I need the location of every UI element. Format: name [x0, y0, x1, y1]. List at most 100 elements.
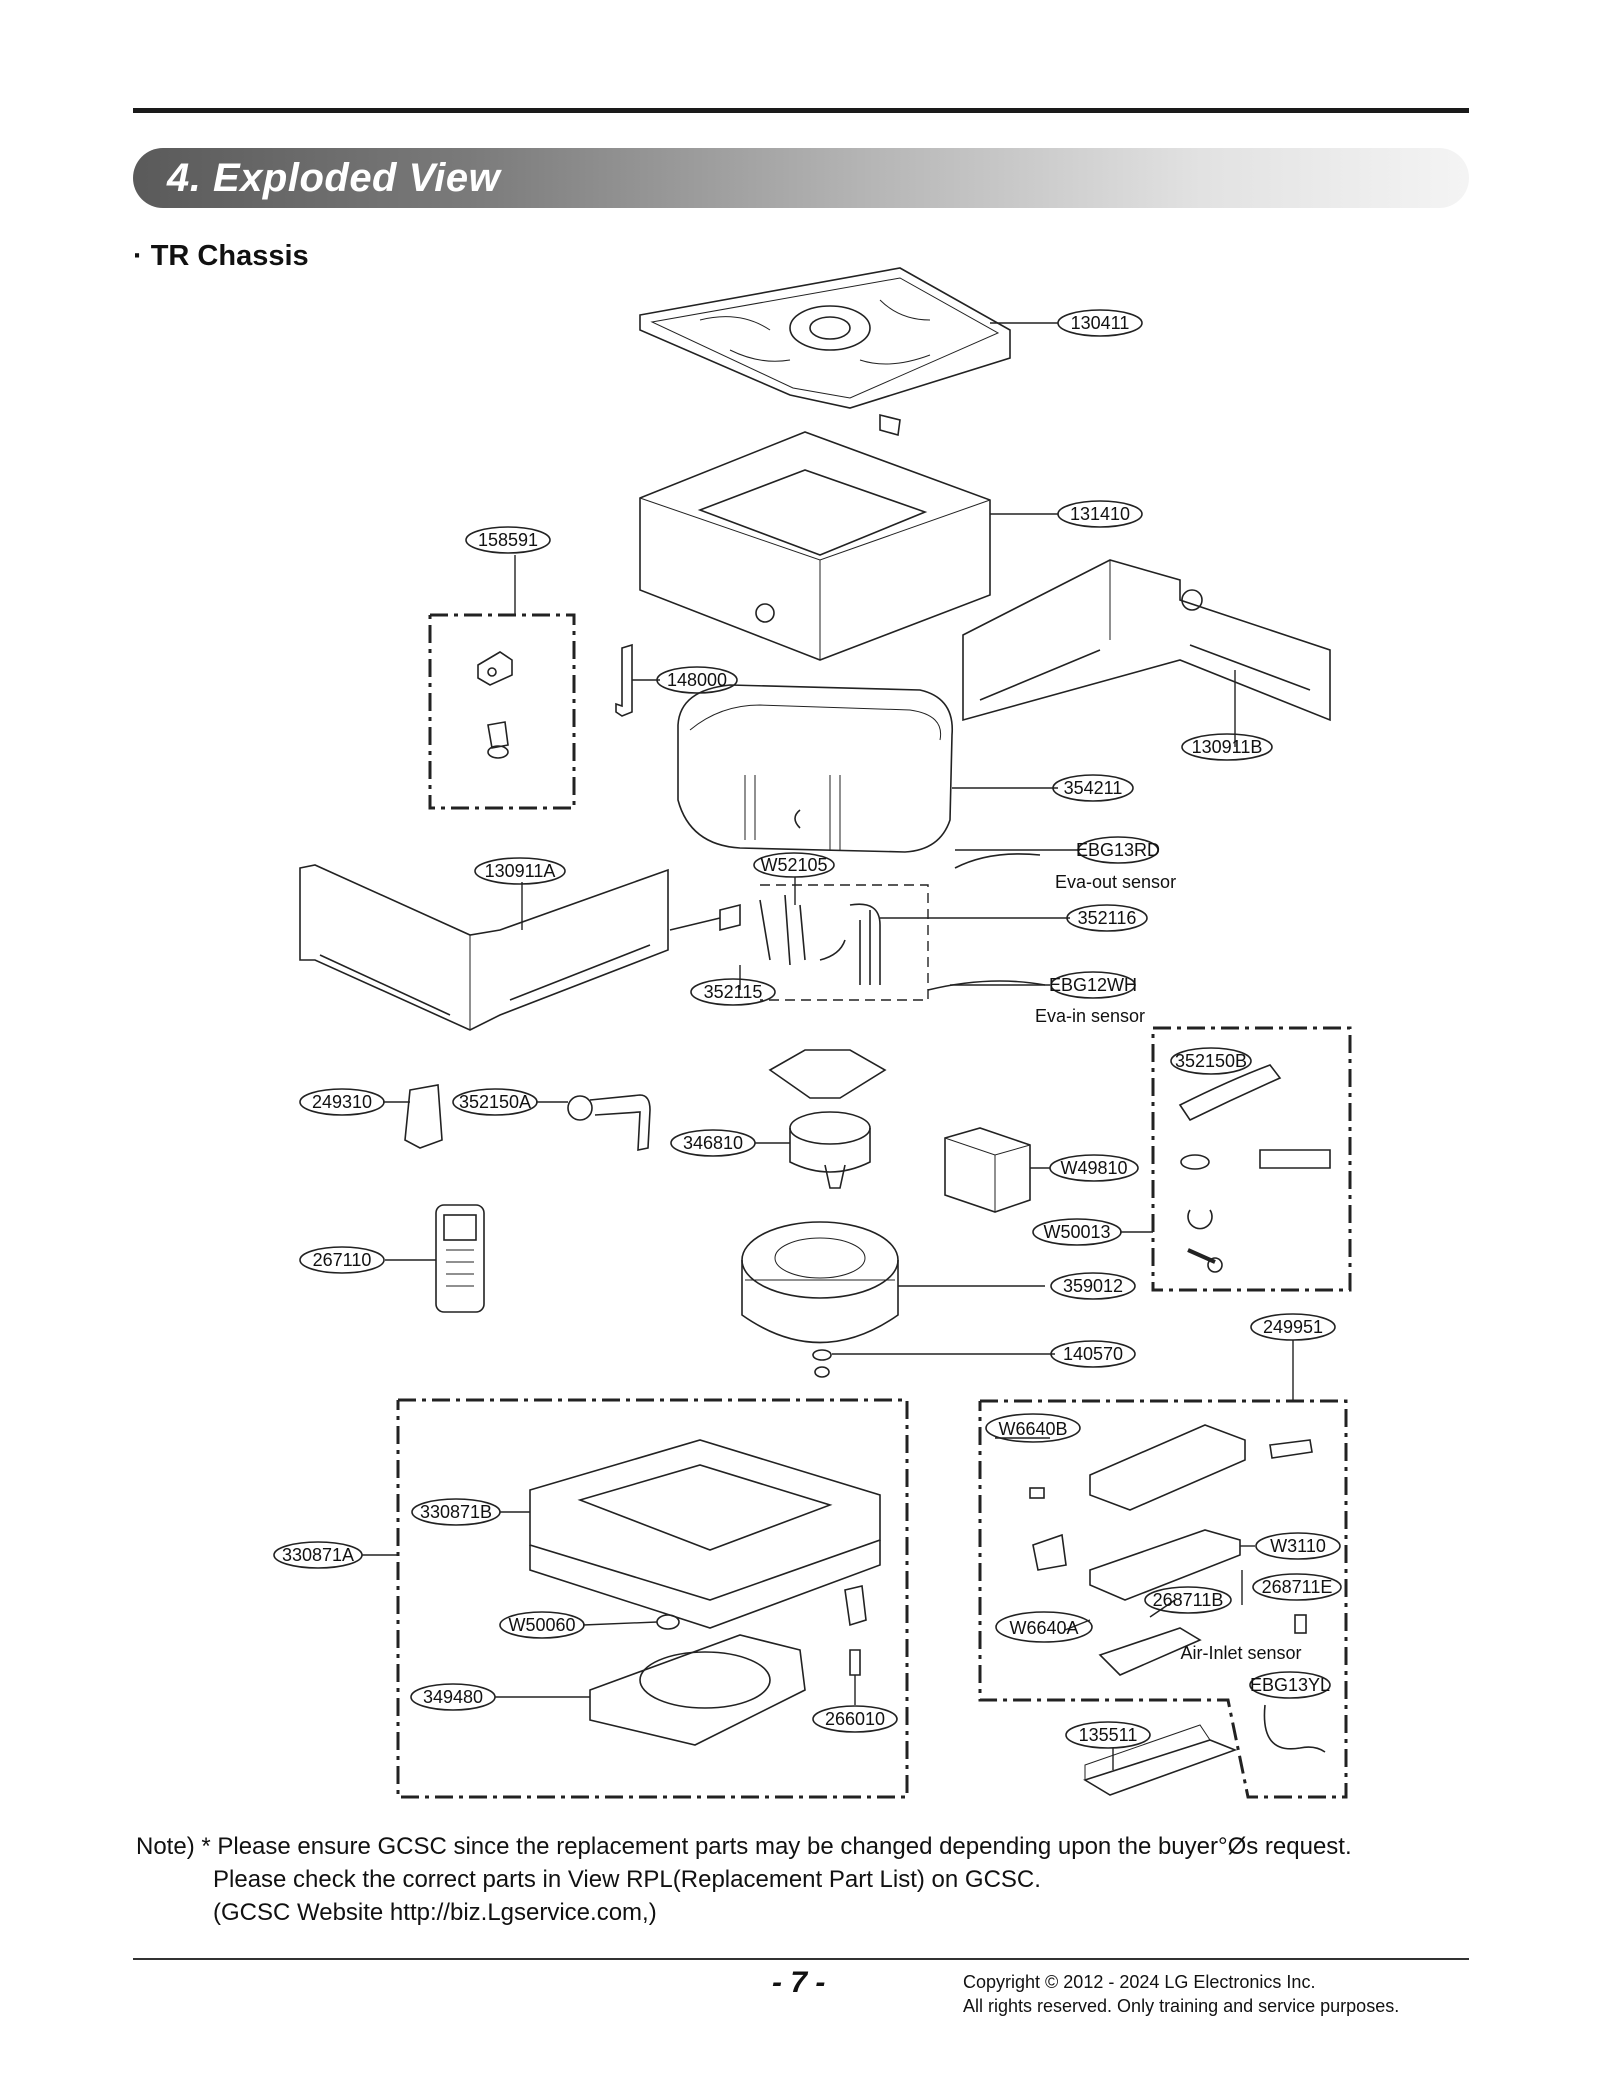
callout-text: EBG12WH	[1049, 975, 1137, 995]
callout-EBG13YL: EBG13YL	[1249, 1671, 1331, 1699]
callout-text: 131410	[1070, 504, 1130, 524]
callout-249310: 249310	[299, 1088, 385, 1116]
callout-352115: 352115	[690, 978, 776, 1006]
sensor-wire-eva-out	[954, 853, 1041, 869]
callout-text: W3110	[1270, 1536, 1326, 1556]
callout-text: 352150A	[459, 1092, 531, 1112]
callout-266010: 266010	[812, 1705, 898, 1733]
part-249951-drawing	[1029, 1424, 1313, 1676]
callout-EBG12WH: EBG12WH	[1049, 971, 1137, 999]
callout-148000: 148000	[656, 666, 738, 694]
part-130911B-drawing	[962, 559, 1331, 722]
part-148000-drawing	[615, 643, 633, 717]
part-352150B-drawing	[1178, 1064, 1331, 1273]
callout-text: 130411	[1071, 313, 1130, 333]
top-rule	[133, 108, 1469, 113]
copyright-line-2: All rights reserved. Only training and s…	[963, 1996, 1400, 2016]
callout-text: 354211	[1064, 778, 1123, 798]
callout-268711B: 268711B	[1144, 1586, 1232, 1614]
callout-text: 352115	[704, 982, 763, 1002]
part-158591-drawing	[477, 651, 513, 759]
callout-text: W50060	[508, 1615, 575, 1635]
note-line-1: Note) * Please ensure GCSC since the rep…	[136, 1833, 1352, 1860]
callout-text: 330871A	[282, 1545, 354, 1565]
callout-text: W6640B	[998, 1419, 1067, 1439]
part-267110-drawing	[435, 1204, 485, 1313]
callout-text: 267110	[313, 1250, 372, 1270]
callout-352116: 352116	[1066, 904, 1148, 932]
callout-text: 352116	[1078, 908, 1137, 928]
part-359012-drawing	[741, 1221, 899, 1344]
part-130911A-drawing	[299, 864, 669, 1031]
callout-352150B: 352150B	[1170, 1047, 1252, 1075]
callout-158591: 158591	[465, 526, 551, 554]
callout-354211: 354211	[1052, 774, 1134, 802]
callout-268711E: 268711E	[1252, 1573, 1342, 1601]
callout-330871A: 330871A	[273, 1541, 363, 1569]
callout-W52105: W52105	[753, 852, 835, 878]
part-352115-drawing	[669, 894, 806, 966]
callout-130911B: 130911B	[1181, 733, 1273, 761]
part-249310-drawing	[404, 1084, 443, 1149]
callout-349480: 349480	[410, 1683, 496, 1711]
callout-text: 130911A	[485, 861, 556, 881]
callout-330871B: 330871B	[411, 1498, 501, 1526]
eva-out-sensor-label: Eva-out sensor	[1055, 872, 1176, 892]
callout-359012: 359012	[1050, 1272, 1136, 1300]
callout-W49810: W49810	[1049, 1154, 1139, 1182]
refrigerant-group-dash	[760, 884, 929, 1001]
section-title: 4. Exploded View	[167, 156, 501, 200]
motor-bracket-drawing	[768, 1049, 887, 1099]
group-box-249951	[978, 1399, 1348, 1799]
note-line-2: Please check the correct parts in View R…	[213, 1866, 1041, 1893]
callout-EBG13RD: EBG13RD	[1076, 836, 1160, 864]
part-135511-drawing	[1083, 1724, 1238, 1796]
part-130411-drawing	[639, 267, 1011, 437]
callout-text: W50013	[1043, 1222, 1110, 1242]
part-266010-drawing	[844, 1585, 867, 1676]
callout-W50060: W50060	[499, 1611, 585, 1639]
air-inlet-sensor-label: Air-Inlet sensor	[1180, 1643, 1301, 1663]
group-box-352150B	[1151, 1026, 1352, 1292]
group-box-158591	[428, 613, 576, 810]
part-140570-drawing	[812, 1349, 832, 1378]
callout-text: 249951	[1263, 1317, 1323, 1337]
callout-text: 359012	[1063, 1276, 1123, 1296]
callout-text: W6640A	[1009, 1618, 1078, 1638]
part-W49810-drawing	[944, 1127, 1031, 1213]
replacement-note: Note) * Please ensure GCSC since the rep…	[136, 1830, 1352, 1929]
callout-text: 268711E	[1262, 1577, 1333, 1597]
callout-W50013: W50013	[1032, 1218, 1122, 1246]
callout-130911A: 130911A	[474, 857, 566, 885]
part-352150A-drawing	[567, 1094, 651, 1151]
callout-text: W52105	[760, 855, 827, 875]
callout-135511: 135511	[1065, 1721, 1151, 1749]
part-W50060-drawing	[656, 1614, 680, 1630]
copyright-notice: Copyright © 2012 - 2024 LG Electronics I…	[963, 1970, 1399, 2018]
callout-131410: 131410	[1057, 500, 1143, 528]
sensor-wire-eva-in	[927, 980, 1046, 991]
note-line-3: (GCSC Website http://biz.Lgservice.com,)	[213, 1899, 657, 1926]
eva-in-sensor-label: Eva-in sensor	[1035, 1006, 1145, 1026]
callout-text: 140570	[1063, 1344, 1123, 1364]
callout-W3110: W3110	[1255, 1532, 1341, 1560]
chassis-subtitle: · TR Chassis	[133, 240, 309, 272]
callout-267110: 267110	[299, 1246, 385, 1274]
callout-text: 158591	[478, 530, 538, 550]
sensor-wire-air-inlet	[1263, 1704, 1326, 1753]
bottom-rule	[133, 1958, 1469, 1960]
callout-text: W49810	[1060, 1158, 1127, 1178]
page-number: - 7 -	[772, 1966, 826, 1999]
callout-140570: 140570	[1050, 1340, 1136, 1368]
callout-text: 352150B	[1175, 1051, 1247, 1071]
part-349480-drawing	[589, 1634, 806, 1746]
callout-text: EBG13YL	[1250, 1675, 1330, 1695]
copyright-line-1: Copyright © 2012 - 2024 LG Electronics I…	[963, 1972, 1316, 1992]
callout-text: 266010	[825, 1709, 885, 1729]
callout-text: 135511	[1079, 1725, 1138, 1745]
callout-249951: 249951	[1250, 1313, 1336, 1341]
callout-W6640A: W6640A	[995, 1611, 1093, 1643]
callout-text: 268711B	[1153, 1590, 1224, 1610]
callout-text: 330871B	[420, 1502, 492, 1522]
